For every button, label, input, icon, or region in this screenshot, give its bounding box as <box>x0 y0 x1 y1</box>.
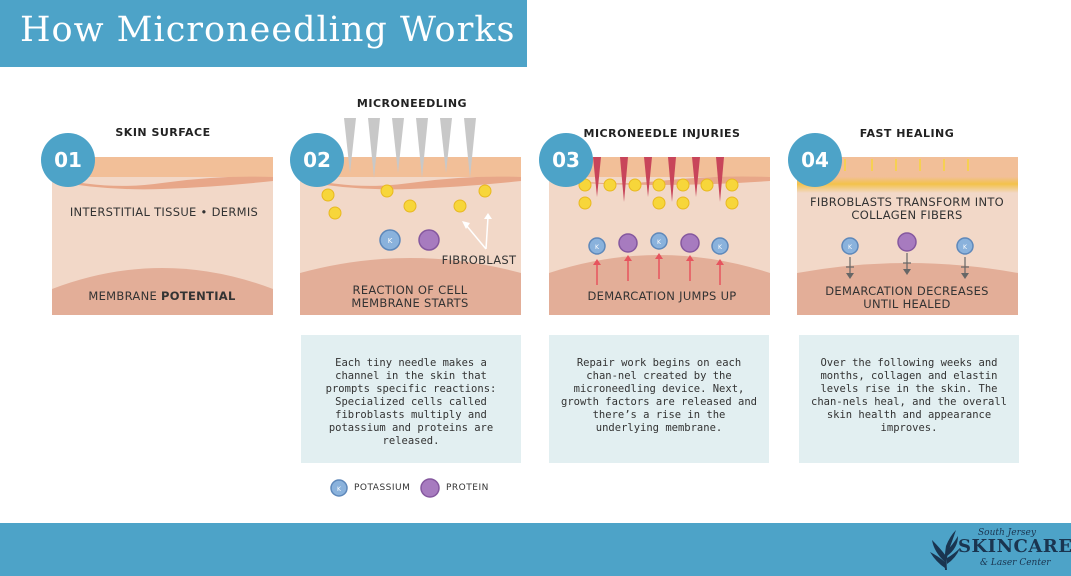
legend-protein-label: PROTEIN <box>446 483 489 493</box>
svg-text:K: K <box>718 244 723 251</box>
stage-3-label-bottom: DEMARCATION JUMPS UP <box>587 289 737 303</box>
potassium-icon: K K <box>841 237 974 255</box>
svg-text:K: K <box>848 244 853 251</box>
stage-3-skin-illustration: K K K <box>549 157 770 315</box>
skin-surface-wave <box>52 176 273 190</box>
decrease-arrows <box>846 253 969 279</box>
membrane-layer <box>52 268 273 315</box>
logo-text-bottom: & Laser Center <box>980 558 1051 568</box>
protein-icon <box>618 233 700 253</box>
fibroblast-pointer-arrows <box>462 213 492 250</box>
stage-4-badge: 04 <box>788 133 842 187</box>
rise-arrows <box>593 253 724 285</box>
healing-rays <box>844 159 969 171</box>
legend-potassium-label: POTASSIUM <box>354 483 411 493</box>
svg-text:K: K <box>337 486 342 493</box>
stage-1-title: SKIN SURFACE <box>115 126 211 139</box>
stage-4-label-line1: DEMARCATION DECREASES <box>825 284 989 298</box>
stage-2-panel: K <box>300 118 521 315</box>
membrane-layer <box>300 258 521 315</box>
svg-text:K: K <box>963 244 968 251</box>
stage-4-description: Over the following weeks and months, col… <box>799 335 1019 463</box>
stage-2-title: MICRONEEDLING <box>356 97 468 110</box>
stage-1-label-top: INTERSTITIAL TISSUE • DERMIS <box>69 205 259 219</box>
stage-3-title: MICRONEEDLE INJURIES <box>583 127 741 140</box>
logo-text-top: South Jersey <box>978 528 1036 538</box>
stage-4-title: FAST HEALING <box>859 127 955 140</box>
footer-bar <box>0 523 1071 576</box>
injury-channels <box>593 157 724 202</box>
logo-text-main: SKINCARE <box>958 536 1071 557</box>
epidermis-layer <box>52 157 273 177</box>
membrane-layer <box>797 263 1018 315</box>
stage-2-fibroblast-label: FIBROBLAST <box>441 253 517 267</box>
brand-logo[interactable]: South Jersey SKINCARE & Laser Center <box>928 528 1071 572</box>
stage-2-description: Each tiny needle makes a channel in the … <box>301 335 521 463</box>
fibroblast-dots <box>578 178 739 210</box>
legend-potassium-icon: K <box>330 479 348 497</box>
stage-2-label-line1: REACTION OF CELL <box>352 283 468 297</box>
stage-1-skin-illustration <box>52 157 273 315</box>
stage-4-panel: K K <box>797 157 1018 315</box>
stage-2-badge: 02 <box>290 133 344 187</box>
page-title: How Microneedling Works <box>20 10 516 50</box>
stage-2-label-line2: MEMBRANE STARTS <box>351 296 469 310</box>
stage-4-label-top-line1: FIBROBLASTS TRANSFORM INTO <box>809 195 1005 209</box>
potassium-icon: K K K <box>588 232 729 255</box>
stage-2-skin-illustration: K <box>300 157 521 315</box>
potassium-icon: K <box>379 229 401 251</box>
stage-4-label-line2: UNTIL HEALED <box>863 297 951 311</box>
stage-3-panel: K K K <box>549 157 770 315</box>
stage-1-panel <box>52 157 273 315</box>
stage-4-label-top-line2: COLLAGEN FIBERS <box>851 208 963 222</box>
legend-protein-icon <box>420 478 440 498</box>
svg-text:K: K <box>595 244 600 251</box>
membrane-layer <box>549 255 770 315</box>
svg-text:K: K <box>657 239 662 246</box>
svg-text:K: K <box>388 237 393 245</box>
leaf-icon <box>930 530 960 570</box>
protein-icon <box>897 232 917 252</box>
stage-1-badge: 01 <box>41 133 95 187</box>
protein-icon <box>418 229 440 251</box>
stage-3-description: Repair work begins on each chan-nel crea… <box>549 335 769 463</box>
microneedles-icon <box>344 118 476 178</box>
stage-3-badge: 03 <box>539 133 593 187</box>
title-banner: How Microneedling Works <box>0 0 527 67</box>
stage-4-skin-illustration: K K <box>797 157 1018 315</box>
stage-1-label-bottom: MEMBRANE POTENTIAL <box>88 289 236 303</box>
fibroblast-dots <box>321 184 492 220</box>
